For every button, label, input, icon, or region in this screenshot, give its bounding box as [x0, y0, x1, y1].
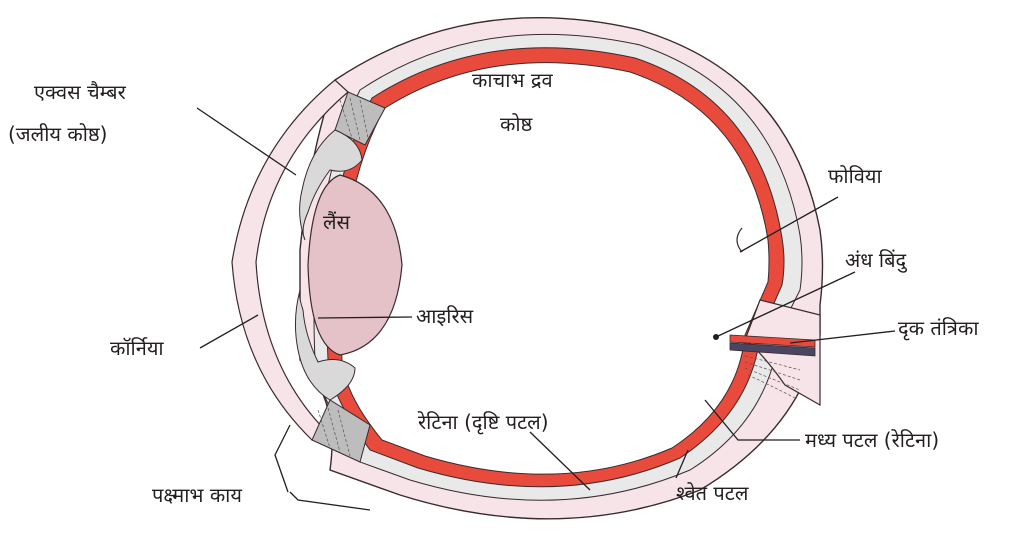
label-ciliary-body: पक्ष्माभ काय — [152, 485, 242, 505]
vitreous-body — [340, 63, 769, 475]
label-vitreous-1: काचाभ द्रव — [472, 70, 553, 90]
leader-ciliary-2 — [290, 492, 370, 510]
label-lens: लैंस — [323, 212, 350, 232]
label-aqueous-chamber-1: एक्वस चैम्बर — [34, 82, 126, 102]
label-vitreous-2: कोष्ठ — [500, 114, 532, 134]
label-cornea: कॉर्निया — [110, 338, 164, 358]
label-choroid: मध्य पटल (रेटिना) — [805, 430, 939, 450]
label-retina: रेटिना (दृष्टि पटल) — [418, 412, 549, 432]
label-fovea: फोविया — [828, 166, 882, 186]
leader-ciliary-1 — [275, 425, 290, 492]
label-optic-nerve: दृक तंत्रिका — [898, 318, 979, 338]
label-iris: आइरिस — [416, 306, 473, 326]
label-blind-spot: अंध बिंदु — [845, 250, 906, 270]
label-aqueous-chamber-2: (जलीय कोष्ठ) — [8, 124, 107, 144]
label-sclera: श्वेत पटल — [676, 483, 748, 503]
